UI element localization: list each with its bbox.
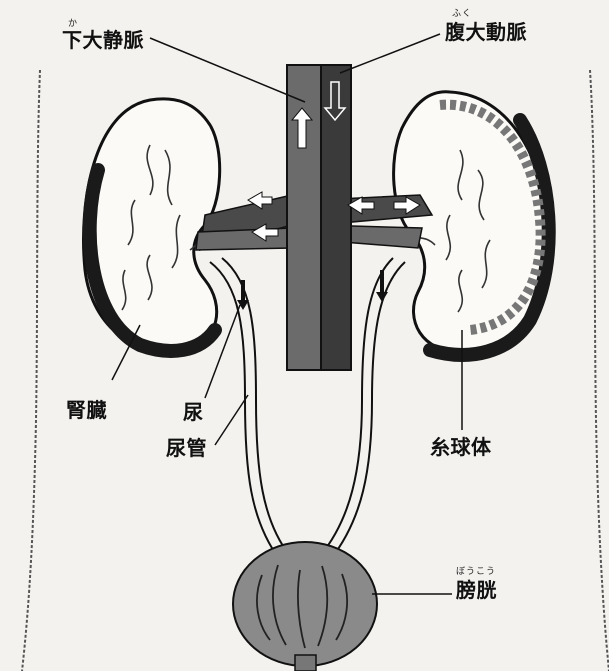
ureter-label: 尿管 xyxy=(166,438,207,458)
bladder-ruby: ぼうこう xyxy=(456,568,496,577)
bladder xyxy=(233,542,377,671)
aorta-ruby: ふく xyxy=(452,10,472,19)
body-outline-right xyxy=(590,70,609,671)
bladder-label: 膀胱 xyxy=(456,580,497,600)
right-kidney xyxy=(394,92,549,355)
body-outline-left xyxy=(22,70,40,671)
aorta-label: 腹大動脈 xyxy=(445,22,527,42)
left-kidney xyxy=(84,99,220,352)
glomerulus-label: 糸球体 xyxy=(430,437,492,457)
ivc-label: 下大静脈 xyxy=(62,30,144,50)
kidney-label: 腎臓 xyxy=(66,400,107,420)
urine-label: 尿 xyxy=(183,402,204,422)
